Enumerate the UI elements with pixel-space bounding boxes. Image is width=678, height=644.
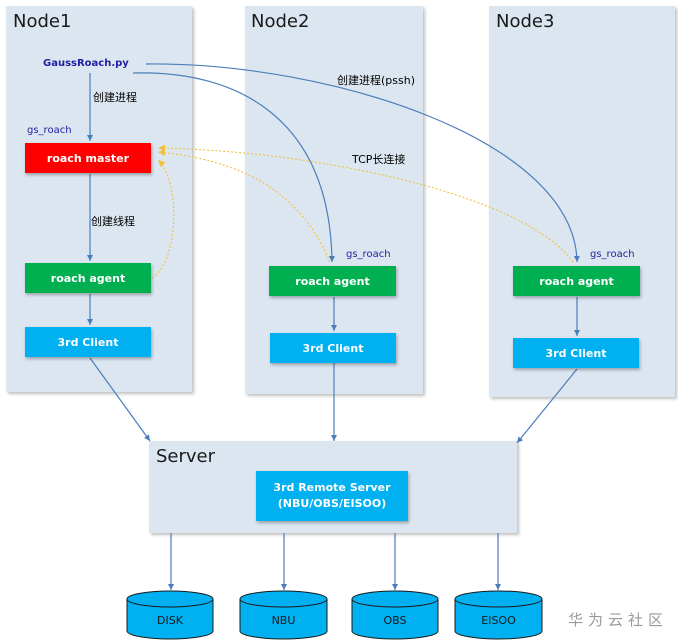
node3-gs-roach-label: gs_roach (590, 249, 635, 260)
node1-roach-agent-box: roach agent (25, 263, 151, 293)
node1-client-box: 3rd Client (25, 327, 151, 357)
pssh-label: 创建进程(pssh) (337, 74, 415, 87)
node3-client-box: 3rd Client (513, 338, 639, 368)
node1-title: Node1 (13, 11, 72, 32)
storage-disk: DISK (126, 590, 214, 640)
cylinder-icon (126, 590, 214, 640)
node1-gs-roach-label: gs_roach (27, 125, 72, 136)
storage-obs: OBS (351, 590, 439, 640)
node2-client-box: 3rd Client (270, 333, 396, 363)
cylinder-icon (239, 590, 328, 640)
node3-roach-agent-box: roach agent (513, 266, 640, 296)
tcp-label: TCP长连接 (352, 153, 406, 166)
remote-server-line1: 3rd Remote Server (273, 481, 391, 494)
storage-eisoo: EISOO (454, 590, 543, 640)
server-title: Server (156, 446, 216, 467)
storage-nbu: NBU (239, 590, 328, 640)
node2-title: Node2 (251, 11, 310, 32)
node2-roach-agent-box: roach agent (269, 266, 396, 296)
create-thread-label: 创建线程 (91, 215, 135, 228)
node3-title: Node3 (496, 11, 555, 32)
cylinder-icon (454, 590, 543, 640)
remote-server-line2: (NBU/OBS/EISOO) (277, 497, 387, 510)
cylinder-icon (351, 590, 439, 640)
create-process-label: 创建进程 (93, 91, 137, 104)
roach-master-box: roach master (25, 143, 151, 173)
gaussroach-script-label: GaussRoach.py (43, 58, 129, 69)
storage-disk-label: DISK (157, 614, 183, 627)
storage-eisoo-label: EISOO (481, 614, 516, 627)
remote-server-box: 3rd Remote Server (NBU/OBS/EISOO) (256, 471, 408, 521)
watermark: 华为云社区 (567, 611, 668, 629)
storage-nbu-label: NBU (271, 614, 296, 627)
node2-gs-roach-label: gs_roach (346, 249, 391, 260)
storage-obs-label: OBS (383, 614, 407, 627)
